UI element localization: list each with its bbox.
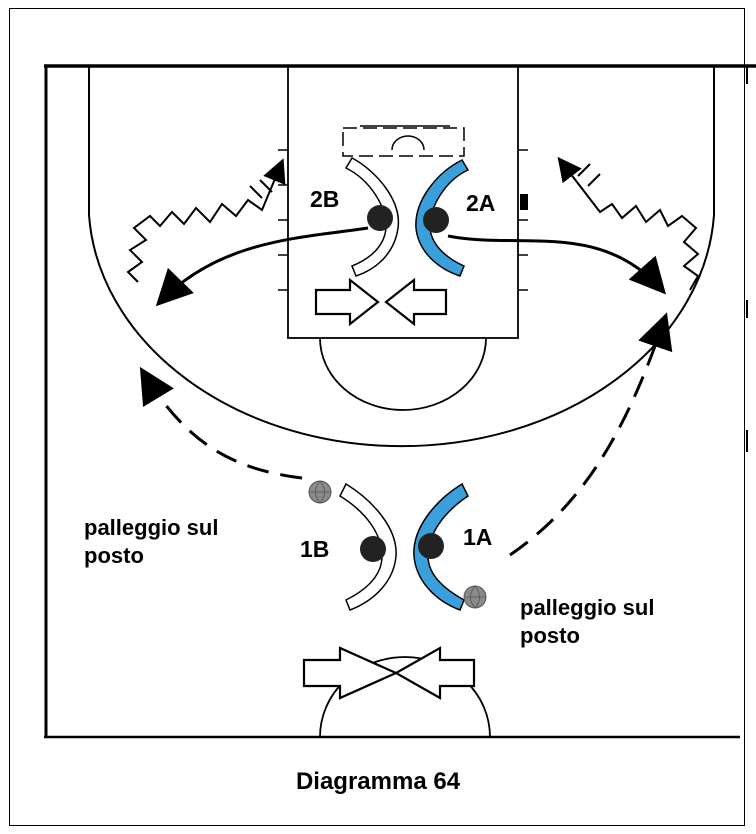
rim xyxy=(391,135,425,151)
player-group-top xyxy=(344,157,470,277)
dribble-zigzag-right xyxy=(557,156,700,291)
screen-arrows-bottom xyxy=(302,646,476,700)
player-body-1a xyxy=(413,482,469,611)
note-dribble-left: palleggio sul posto xyxy=(84,515,219,568)
player-label-2b: 2B xyxy=(310,186,340,212)
screen-arrows-top xyxy=(314,277,448,327)
diagram-caption: Diagramma 64 xyxy=(295,768,461,795)
basketball-icon xyxy=(308,480,332,504)
pass-lines xyxy=(139,312,673,557)
hollow-arrow-icon xyxy=(393,646,476,700)
hollow-arrow-icon xyxy=(384,277,448,327)
free-throw-lane xyxy=(287,65,519,339)
cut-paths xyxy=(155,226,666,307)
balls xyxy=(308,480,487,609)
player-dot-icon xyxy=(367,205,393,231)
player-label-1a: 1A xyxy=(463,524,493,550)
player-group-bottom xyxy=(339,482,469,611)
dribble-zigzag-left xyxy=(126,158,286,283)
pass-arrow-left xyxy=(139,366,303,480)
hollow-arrow-icon xyxy=(314,277,380,327)
cut-arrow-left xyxy=(155,226,369,307)
player-body-2a xyxy=(415,159,470,277)
cut-arrow-right xyxy=(447,234,666,295)
court-lines xyxy=(44,64,756,739)
player-dot-icon xyxy=(418,533,444,559)
player-dot-icon xyxy=(423,207,449,233)
note-dribble-right: palleggio sul posto xyxy=(520,595,655,648)
three-point-line xyxy=(88,66,715,448)
pass-arrow-right xyxy=(509,312,673,557)
restricted-box xyxy=(342,127,465,157)
center-circle xyxy=(319,656,491,738)
diagram-frame xyxy=(9,8,745,826)
hollow-arrow-icon xyxy=(302,646,399,700)
dribble-lines xyxy=(126,156,700,291)
player-label-1b: 1B xyxy=(300,536,330,562)
free-throw-circle xyxy=(319,337,487,411)
player-body-2b xyxy=(344,157,400,277)
player-label-2a: 2A xyxy=(466,190,496,216)
player-dot-icon xyxy=(360,536,386,562)
basketball-icon xyxy=(463,585,487,609)
player-body-1b xyxy=(339,482,397,611)
